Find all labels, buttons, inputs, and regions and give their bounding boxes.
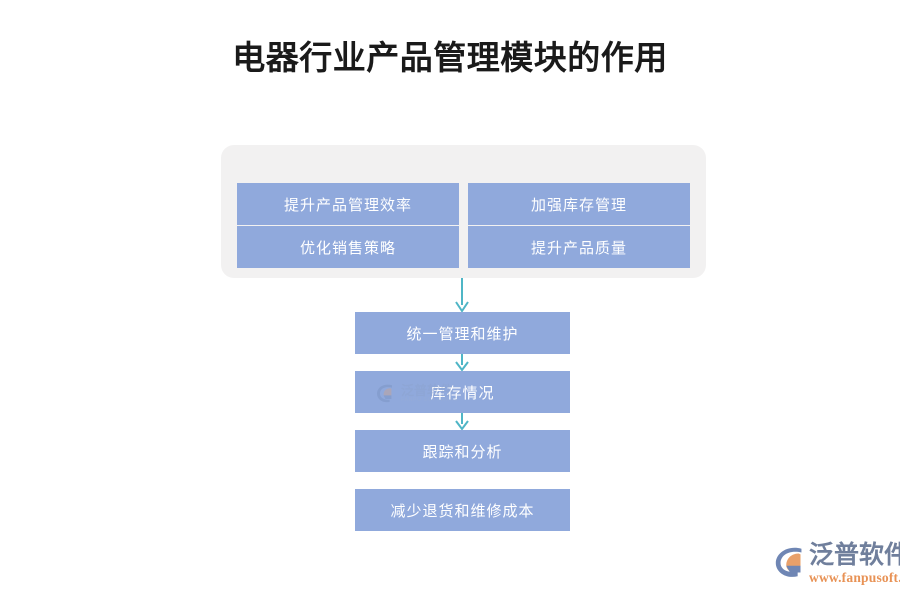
benefit-box-4[interactable]: 提升产品质量 (468, 226, 690, 268)
flow-step-3[interactable]: 跟踪和分析 (355, 430, 570, 472)
brand-url: www.fanpusoft.com (809, 570, 900, 585)
arrow-down-icon-1 (452, 278, 472, 313)
benefit-box-3[interactable]: 优化销售策略 (237, 226, 459, 268)
flow-step-4[interactable]: 减少退货和维修成本 (355, 489, 570, 531)
benefit-box-2[interactable]: 加强库存管理 (468, 183, 690, 225)
flow-step-2[interactable]: 库存情况 (355, 371, 570, 413)
page-title: 电器行业产品管理模块的作用 (232, 41, 668, 77)
arrow-down-icon-2 (452, 354, 472, 372)
benefit-box-1[interactable]: 提升产品管理效率 (237, 183, 459, 225)
flow-step-1[interactable]: 统一管理和维护 (355, 312, 570, 354)
fanpu-logo-icon (775, 547, 802, 577)
brand-logo: 泛普软件 www.fanpusoft.com (772, 541, 900, 589)
arrow-down-icon-3 (452, 413, 472, 431)
brand-name: 泛普软件 (809, 540, 900, 569)
